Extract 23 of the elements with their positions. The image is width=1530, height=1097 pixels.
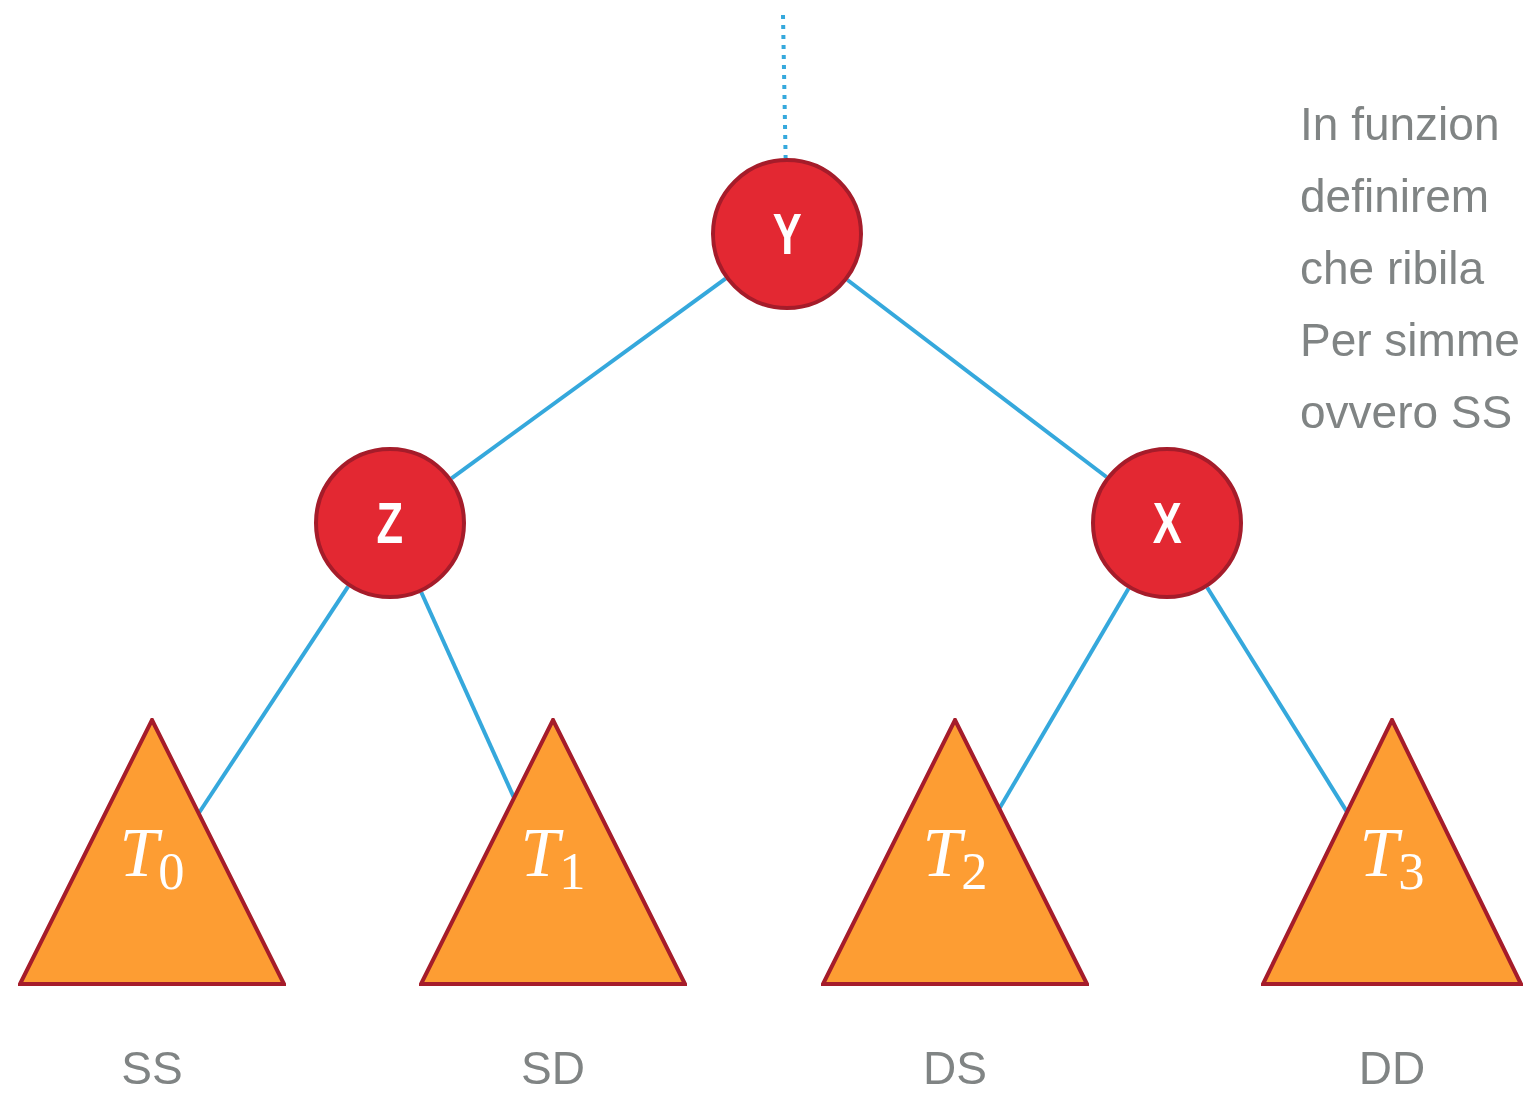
case-label: SS (121, 1045, 183, 1091)
subtree-label: T$_{3}$ (1359, 818, 1425, 888)
case-label: SD (521, 1045, 585, 1091)
subtree-label: T$_{0}$ (119, 818, 185, 888)
description-text: In funzion (1300, 97, 1501, 152)
description-text: che ribila (1300, 241, 1486, 296)
case-label: DD (1358, 1045, 1426, 1091)
description-text: definirem (1300, 169, 1491, 224)
tree-edge (419, 591, 516, 798)
description-text: ovvero SS (1300, 385, 1514, 440)
tree-edge (450, 277, 727, 480)
node-label: Z (376, 494, 404, 552)
tree-edge (1205, 586, 1349, 813)
case-label: DS (923, 1045, 987, 1091)
tree-edge (998, 587, 1131, 809)
dotted-line (781, 14, 788, 159)
tree-edge (846, 278, 1108, 479)
node-label: Y (772, 205, 802, 263)
subtree-label: T$_{1}$ (520, 818, 586, 888)
subtree-label: T$_{2}$ (922, 818, 988, 888)
description-text: Per simme (1300, 313, 1520, 368)
tree-edge (197, 585, 350, 814)
node-label: X (1152, 494, 1182, 552)
